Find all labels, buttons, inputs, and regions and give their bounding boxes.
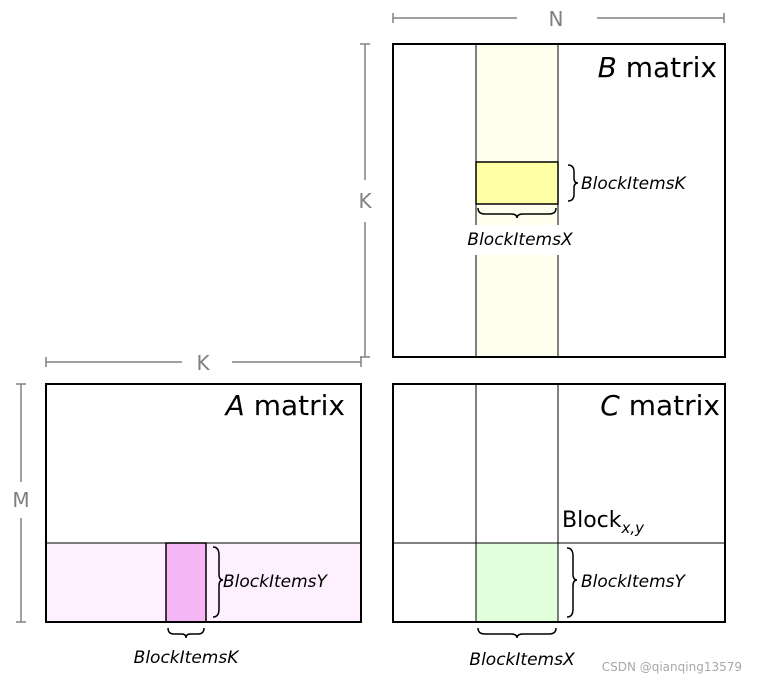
n-dimension: N [392,7,725,31]
b-matrix-word: matrix [626,51,717,84]
a-brace-k [167,627,205,639]
a-matrix-word: matrix [254,389,345,422]
c-brace-x [477,627,557,639]
b-tile [475,161,559,205]
a-tile [165,542,207,623]
block-subscript: x,y [621,519,646,537]
k-vertical-label: K [358,189,372,213]
b-matrix-title: B matrix [598,51,717,84]
c-block-items-y-label: BlockItemsY [581,572,687,592]
c-matrix-symbol: C [600,389,620,422]
a-matrix-symbol: A [224,389,245,422]
b-matrix: B matrix BlockItemsK BlockItemsX [392,43,726,358]
block-xy-label: Blockx,y [562,508,645,537]
m-dimension: M [12,383,30,623]
c-matrix-border [392,383,726,623]
b-brace-k [567,164,579,202]
a-block-items-y-label: BlockItemsY [223,572,329,592]
b-matrix-border [392,43,726,358]
block-base: Block [562,508,622,533]
k-horizontal-dimension: K [45,351,362,375]
m-label: M [12,488,29,512]
b-block-items-x-bg [456,225,582,255]
a-brace-y [212,546,224,618]
b-brace-x [477,207,557,219]
a-matrix-title: A matrix [224,389,345,422]
c-matrix-word: matrix [629,389,720,422]
a-matrix: A matrix BlockItemsY BlockItemsK [45,383,362,668]
b-block-items-k-label: BlockItemsK [581,174,688,194]
b-block-items-x-label: BlockItemsX [467,230,573,250]
a-matrix-border [45,383,362,623]
c-matrix: C matrix Blockx,y BlockItemsY BlockItems… [392,383,726,670]
c-tile [475,542,559,623]
b-matrix-symbol: B [598,51,617,84]
a-block-items-k-label: BlockItemsK [134,648,241,668]
c-brace-y [566,547,578,618]
c-block-items-x-label: BlockItemsX [469,650,575,670]
k-vertical-dimension: K [358,43,372,358]
watermark: CSDN @qianqing13579 [602,660,742,674]
c-matrix-title: C matrix [600,389,720,422]
k-horizontal-label: K [196,351,210,375]
n-label: N [549,7,564,31]
